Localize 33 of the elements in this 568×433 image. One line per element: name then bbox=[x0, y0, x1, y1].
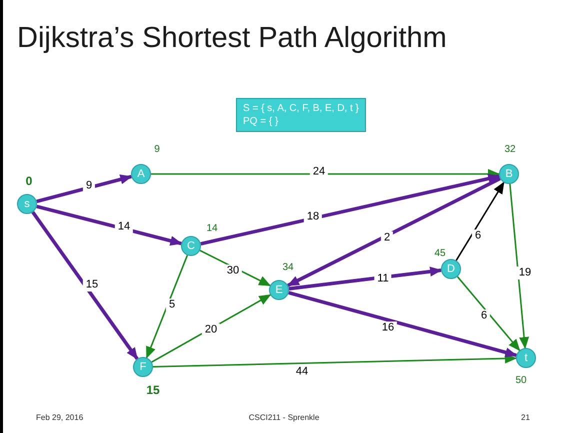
arrow bbox=[200, 174, 500, 246]
arrow bbox=[509, 184, 530, 350]
edge-label: 14 bbox=[114, 220, 134, 234]
edge-label: 18 bbox=[304, 210, 322, 224]
distance-label: 50 bbox=[515, 376, 527, 386]
arrow bbox=[200, 250, 271, 286]
edge-label: 9 bbox=[82, 180, 96, 192]
footer-text: 21 bbox=[521, 413, 530, 423]
slide-title: Dijkstra’s Shortest Path Algorithm bbox=[17, 21, 447, 56]
arrow bbox=[288, 290, 518, 358]
arrow bbox=[36, 204, 182, 246]
distance-label: 45 bbox=[434, 249, 446, 259]
arrow bbox=[456, 182, 504, 261]
footer-text: CSCI211 - Sprenkle bbox=[248, 413, 320, 423]
distance-label: 32 bbox=[504, 145, 516, 155]
state-text: S = { s, A, C, F, B, E, D, t } bbox=[243, 102, 359, 115]
state-text: PQ = { } bbox=[243, 115, 280, 128]
arrow bbox=[288, 266, 442, 291]
arrow bbox=[36, 174, 132, 204]
state-box bbox=[236, 98, 366, 132]
distance-label: 0 bbox=[26, 175, 32, 187]
arrow bbox=[152, 354, 517, 368]
edge-label: 20 bbox=[202, 324, 220, 336]
arrow bbox=[287, 176, 501, 288]
distance-label: 15 bbox=[146, 384, 160, 396]
distance-label: 14 bbox=[206, 224, 218, 234]
distance-label: 34 bbox=[282, 263, 294, 273]
distance-label: 9 bbox=[154, 145, 160, 155]
footer-text: Feb 29, 2016 bbox=[36, 413, 84, 423]
arrow bbox=[31, 211, 139, 360]
arrow bbox=[151, 294, 272, 363]
arrow bbox=[456, 276, 520, 352]
arrow bbox=[146, 255, 188, 359]
